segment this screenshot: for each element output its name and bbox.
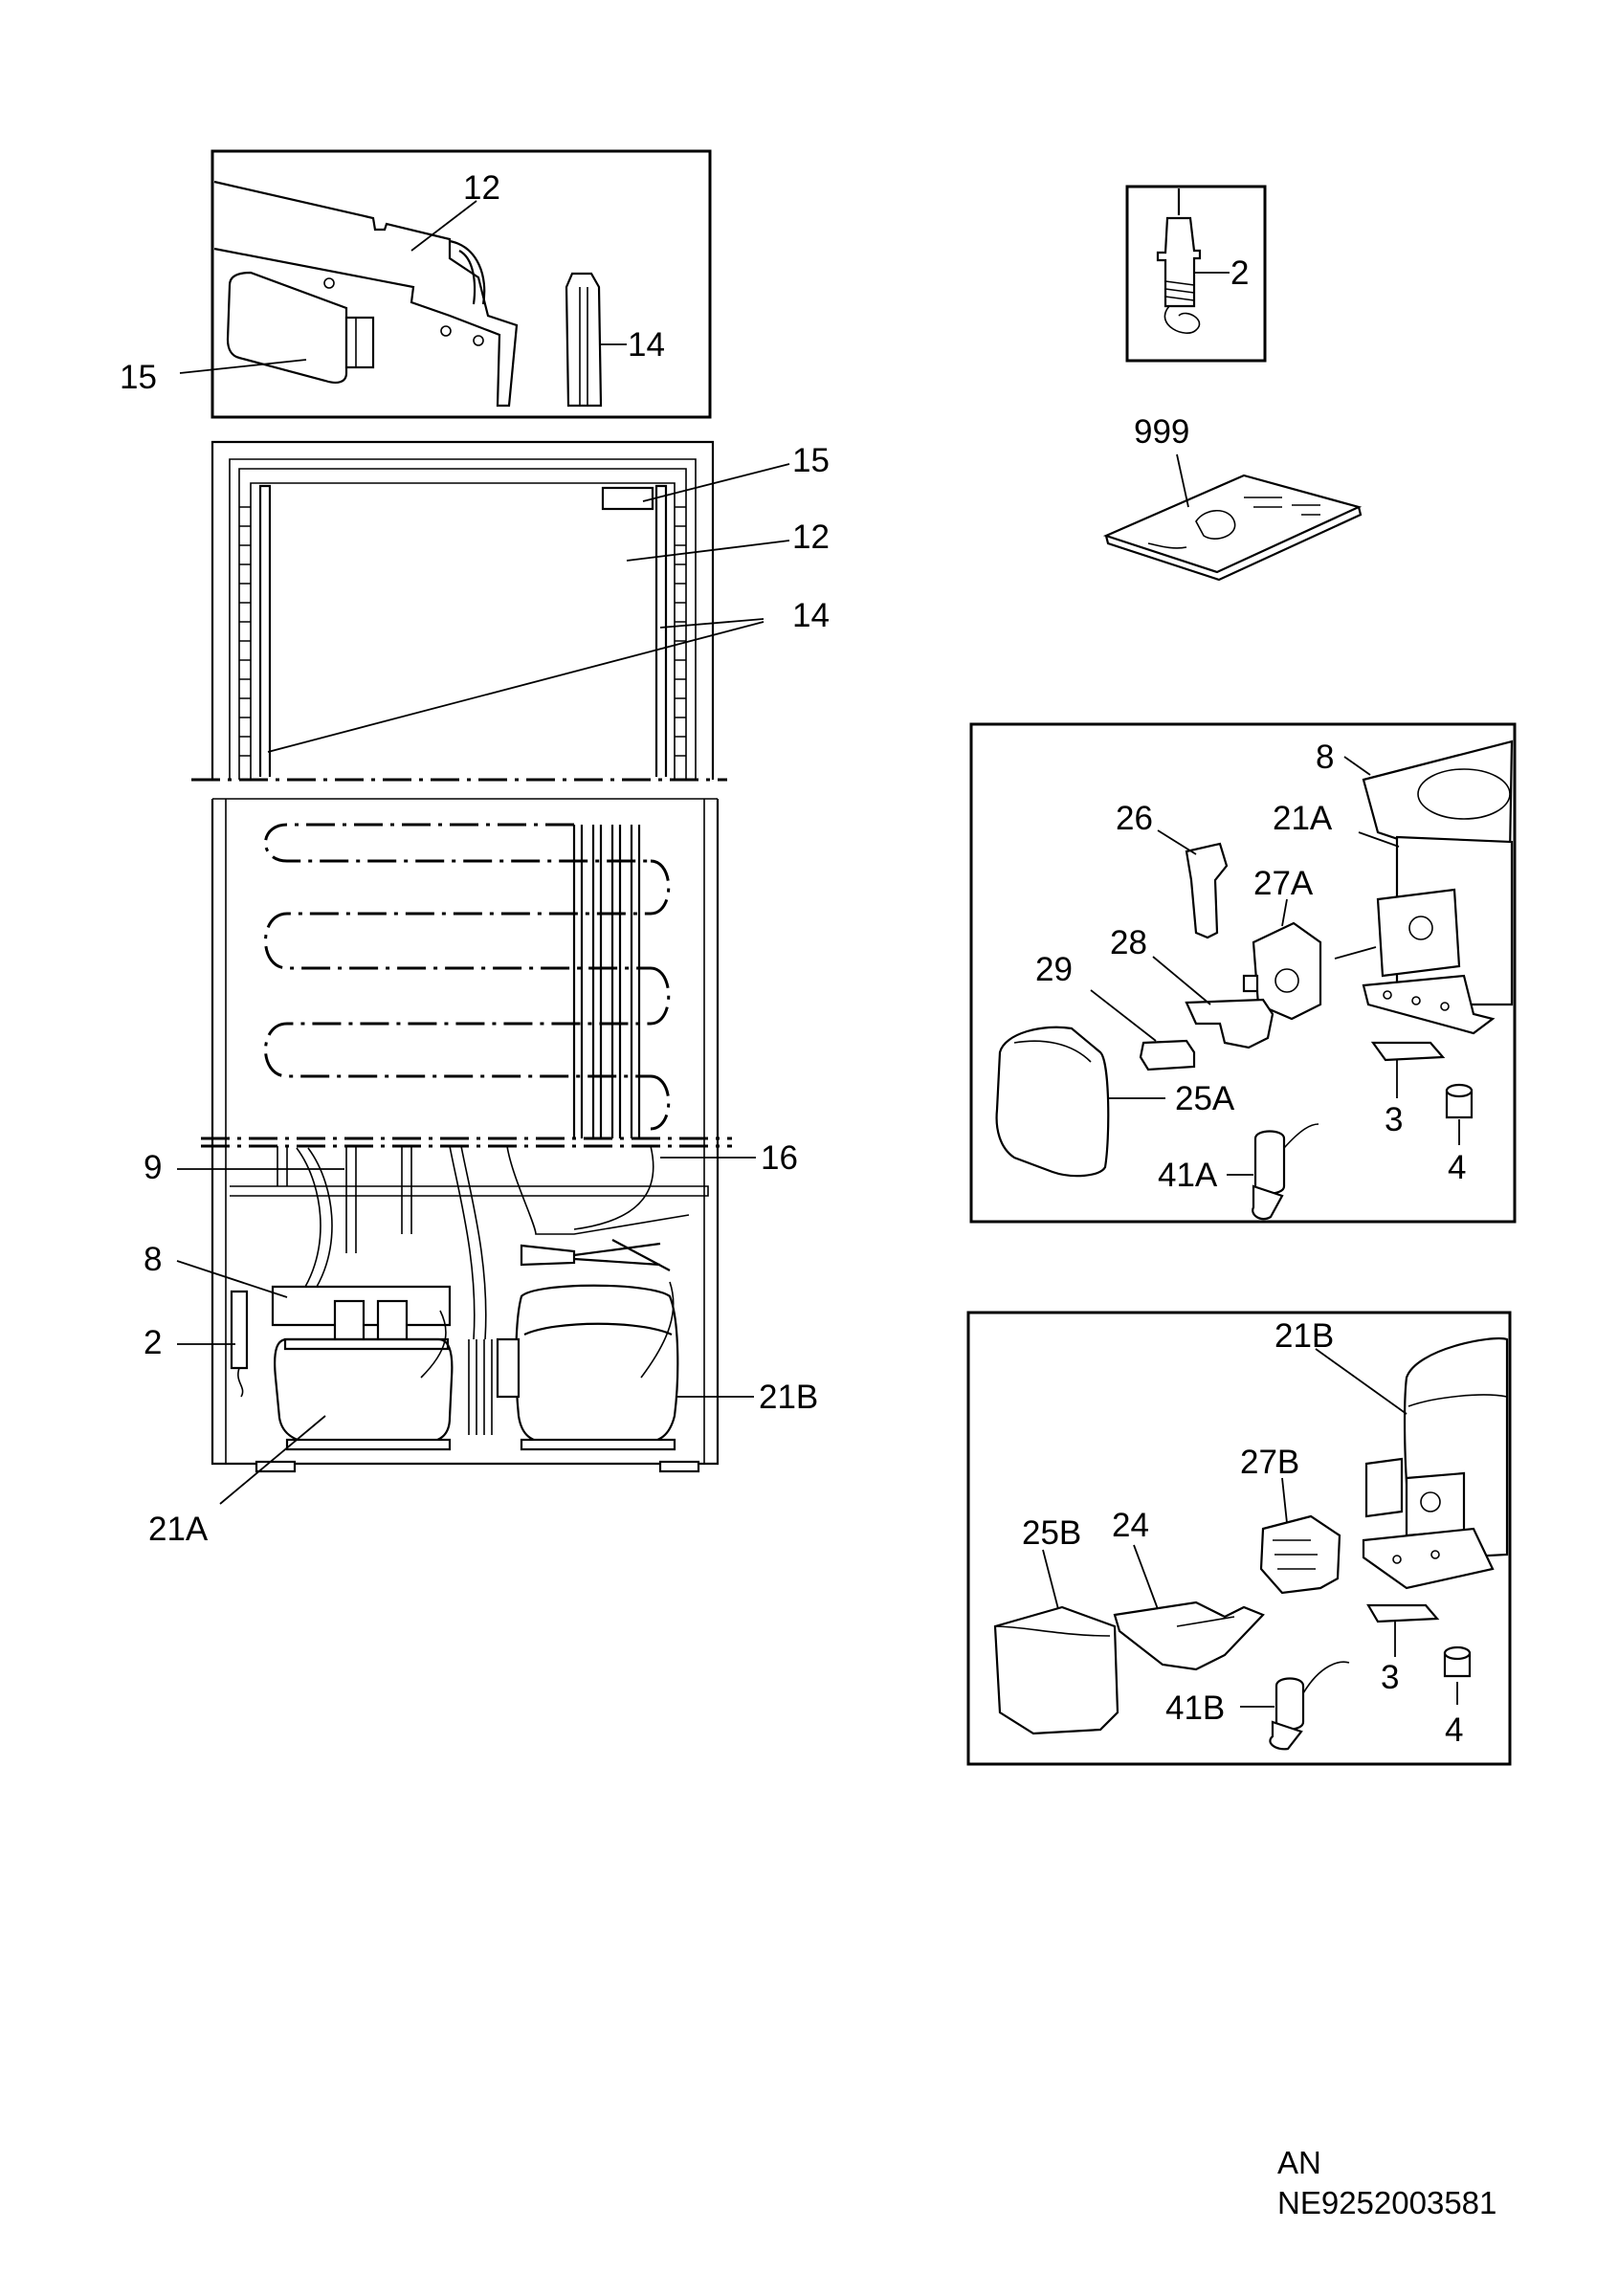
label-28: 28 bbox=[1110, 924, 1147, 961]
label-999: 999 bbox=[1134, 413, 1189, 451]
label-16: 16 bbox=[761, 1139, 798, 1177]
label-24: 24 bbox=[1112, 1507, 1149, 1544]
label-8: 8 bbox=[1316, 739, 1334, 776]
footer-line-2: NE9252003581 bbox=[1277, 2185, 1497, 2220]
fridge-door-section: 15 12 14 bbox=[191, 440, 830, 782]
kit-A-inset: 8 26 21A 27A 28 29 25A 3 41A 4 bbox=[969, 722, 1517, 1224]
top-detail-inset: 12 14 15 bbox=[120, 149, 712, 419]
label-41B: 41B bbox=[1165, 1689, 1225, 1727]
label-12: 12 bbox=[792, 519, 830, 556]
fridge-cabinet-back: 9 16 8 2 21B 21A bbox=[144, 798, 818, 1548]
footer-model-code: AN NE9252003581 bbox=[1277, 2143, 1496, 2223]
footer-line-1: AN bbox=[1277, 2145, 1321, 2180]
label-29: 29 bbox=[1035, 951, 1073, 988]
label-21B: 21B bbox=[759, 1379, 818, 1416]
label-21B: 21B bbox=[1274, 1317, 1334, 1355]
kit-B-inset: 21B 27B 25B 24 3 41B 4 bbox=[966, 1311, 1512, 1766]
label-12: 12 bbox=[463, 169, 500, 207]
label-4: 4 bbox=[1445, 1711, 1463, 1749]
label-4: 4 bbox=[1448, 1149, 1466, 1186]
label-3: 3 bbox=[1381, 1659, 1399, 1696]
label-3: 3 bbox=[1385, 1101, 1403, 1138]
label-26: 26 bbox=[1116, 800, 1153, 837]
sensor-inset: 2 bbox=[1125, 185, 1267, 363]
label-14: 14 bbox=[628, 326, 665, 364]
label-21A: 21A bbox=[1273, 800, 1333, 837]
label-41A: 41A bbox=[1158, 1157, 1218, 1194]
label-9: 9 bbox=[144, 1149, 162, 1186]
label-15: 15 bbox=[792, 442, 830, 479]
door-gasket-ribs bbox=[239, 506, 686, 757]
label-27A: 27A bbox=[1253, 865, 1314, 902]
label-2: 2 bbox=[1230, 254, 1249, 292]
condenser-coil bbox=[264, 823, 671, 1138]
label-25A: 25A bbox=[1175, 1080, 1235, 1117]
label-2: 2 bbox=[144, 1324, 162, 1361]
instruction-manual: 999 bbox=[1102, 413, 1363, 582]
label-25B: 25B bbox=[1022, 1514, 1081, 1552]
label-15: 15 bbox=[120, 359, 157, 396]
label-27B: 27B bbox=[1240, 1444, 1299, 1481]
label-8: 8 bbox=[144, 1241, 162, 1278]
label-21A: 21A bbox=[148, 1511, 209, 1548]
label-14: 14 bbox=[792, 597, 830, 634]
